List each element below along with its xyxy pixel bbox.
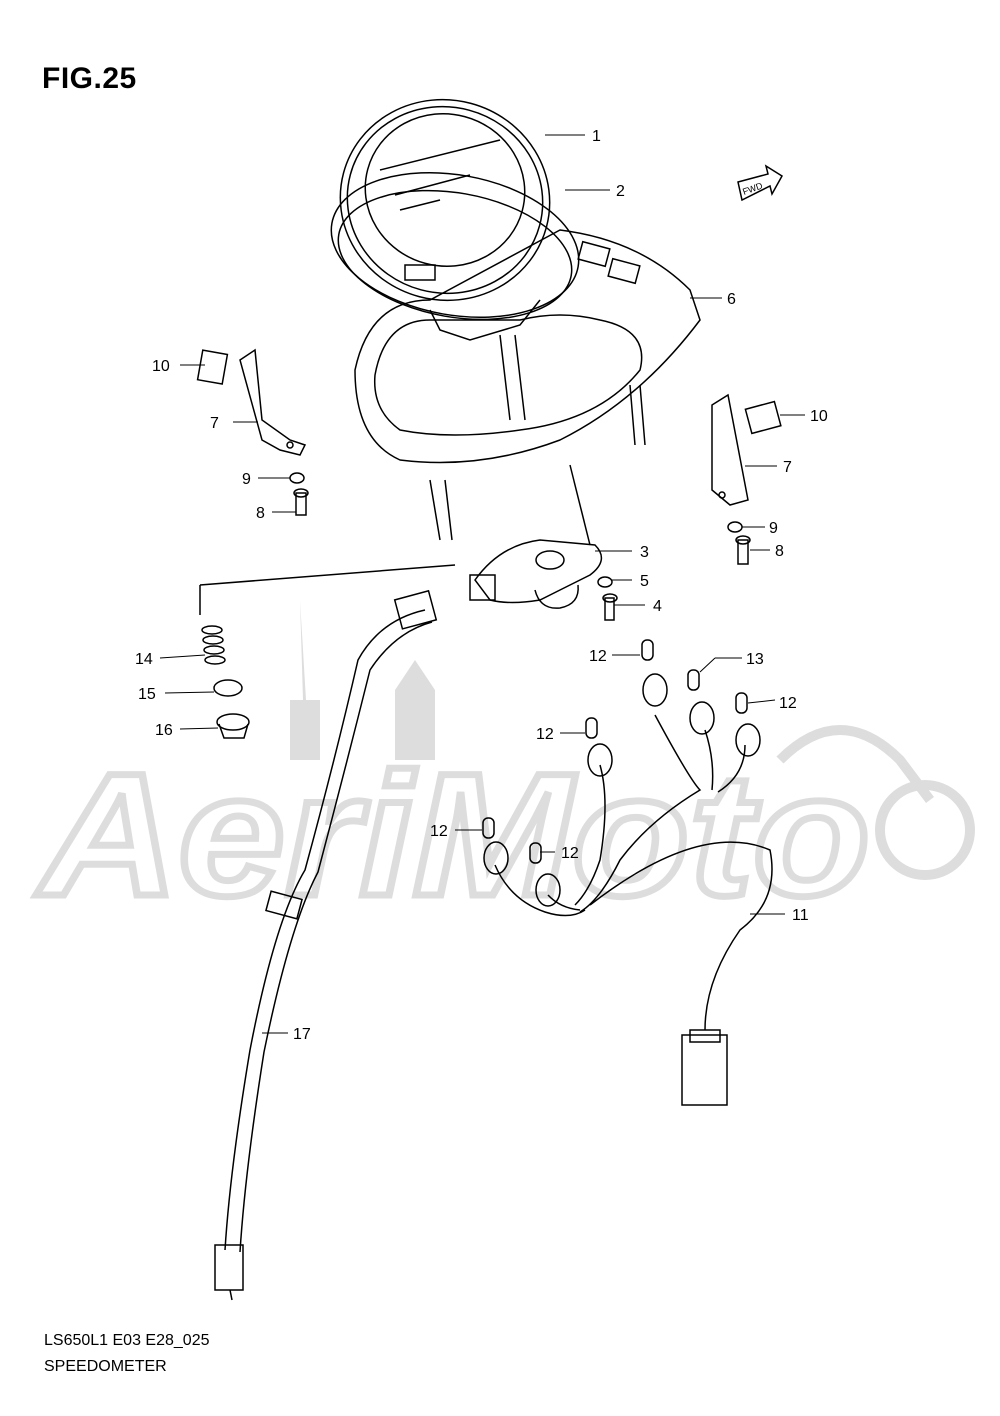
callout-7-right: 7 [783, 459, 792, 476]
bracket-right [711, 393, 749, 506]
callout-12-b: 12 [779, 695, 797, 712]
bulbs [482, 639, 748, 864]
screw-4 [602, 593, 618, 621]
callout-12-c: 12 [536, 726, 554, 743]
fwd-arrow-badge: FWD [737, 164, 784, 202]
bulb-12-a [641, 639, 654, 661]
bulb-12-b [735, 692, 748, 714]
callout-12-e: 12 [561, 845, 579, 862]
rubber-block-right [744, 400, 782, 435]
callout-14: 14 [135, 651, 153, 668]
bulb-12-e [529, 842, 542, 864]
figure-title: FIG.25 [42, 62, 137, 95]
callout-6: 6 [727, 291, 736, 308]
gauge-rim-case [330, 171, 580, 341]
callout-labels: 1 2 3 4 5 6 7 7 8 8 9 9 10 10 11 12 12 1… [135, 128, 828, 1043]
bulb-12-d [482, 817, 495, 839]
callout-9-left: 9 [242, 471, 251, 488]
callout-3: 3 [640, 544, 649, 561]
meter-cover-bracket [199, 229, 701, 615]
bolt-8-right [735, 535, 751, 565]
watermark-text: AeriMoto [36, 738, 870, 933]
callout-2: 2 [616, 183, 625, 200]
callout-10-right: 10 [810, 408, 828, 425]
callout-16: 16 [155, 722, 173, 739]
spring-14 [201, 625, 226, 665]
washer-9-left [289, 472, 305, 484]
bolt-8-left [293, 488, 309, 516]
callout-8-left: 8 [256, 505, 265, 522]
rubber-block-left [196, 349, 229, 385]
callout-4: 4 [653, 598, 662, 615]
leader-lines [159, 134, 805, 1034]
figure-code: LS650L1 E03 E28_025 [44, 1332, 210, 1349]
figure-name: SPEEDOMETER [44, 1358, 167, 1375]
callout-7-left: 7 [210, 415, 219, 432]
callout-10-left: 10 [152, 358, 170, 375]
bracket-left [239, 348, 307, 456]
bulb-12-c [585, 717, 598, 739]
callout-8-right: 8 [775, 543, 784, 560]
callout-9-right: 9 [769, 520, 778, 537]
callout-15: 15 [138, 686, 156, 703]
callout-5: 5 [640, 573, 649, 590]
washer-9-right [727, 521, 743, 533]
nut-16 [216, 713, 250, 739]
wiring-harness [483, 673, 773, 1106]
callout-13: 13 [746, 651, 764, 668]
speedometer-gauge [339, 98, 551, 302]
callout-11: 11 [792, 907, 809, 924]
watermark: AeriMoto [32, 600, 975, 937]
washer-5 [597, 576, 613, 588]
speedometer-cable [214, 589, 438, 1301]
sensor-housing [469, 539, 603, 609]
callout-1: 1 [592, 128, 601, 145]
washer-15 [213, 679, 243, 697]
bulb-13 [687, 669, 700, 691]
callout-12-d: 12 [430, 823, 448, 840]
callout-17: 17 [293, 1026, 311, 1043]
callout-12-a: 12 [589, 648, 607, 665]
